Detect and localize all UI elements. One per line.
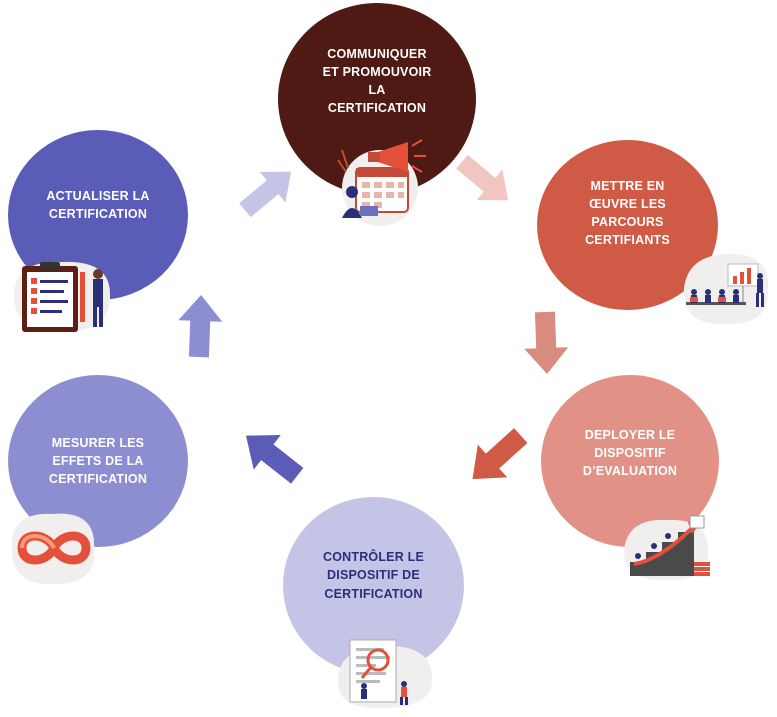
arrow-3-to-4 [456,420,538,494]
node-mettre-en-oeuvre: METTRE EN ŒUVRE LES PARCOURS CERTIFIANTS [537,140,718,310]
arrow-6-to-1 [232,158,304,224]
arrow-1-to-2 [450,150,520,212]
megaphone-calendar-icon [330,138,430,228]
node-deployer-label: DEPLOYER LE DISPOSITIF D’EVALUATION [582,427,678,479]
clipboard-checklist-icon [10,250,116,336]
classroom-presentation-icon [678,248,774,328]
node-mesurer-label: MESURER LES EFFETS DE LA CERTIFICATION [48,435,148,487]
arrow-2-to-3 [518,307,574,377]
node-actualiser-label: ACTUALISER LA CERTIFICATION [46,188,150,221]
node-communiquer-label: COMMUNIQUER ET PROMOUVOIR LA CERTIFICATI… [322,46,432,116]
magnifier-inspection-icon [332,632,438,710]
stairs-growth-icon [620,510,714,584]
node-controler: CONTRÔLER LE DISPOSITIF DE CERTIFICATION [283,497,464,674]
infinity-icon [8,504,100,588]
node-mettre-en-oeuvre-label: METTRE EN ŒUVRE LES PARCOURS CERTIFIANTS [585,178,670,248]
node-deployer: DEPLOYER LE DISPOSITIF D’EVALUATION [541,375,719,547]
node-controler-label: CONTRÔLER LE DISPOSITIF DE CERTIFICATION [322,550,424,601]
arrow-4-to-5 [232,420,312,492]
arrow-5-to-6 [172,292,228,362]
